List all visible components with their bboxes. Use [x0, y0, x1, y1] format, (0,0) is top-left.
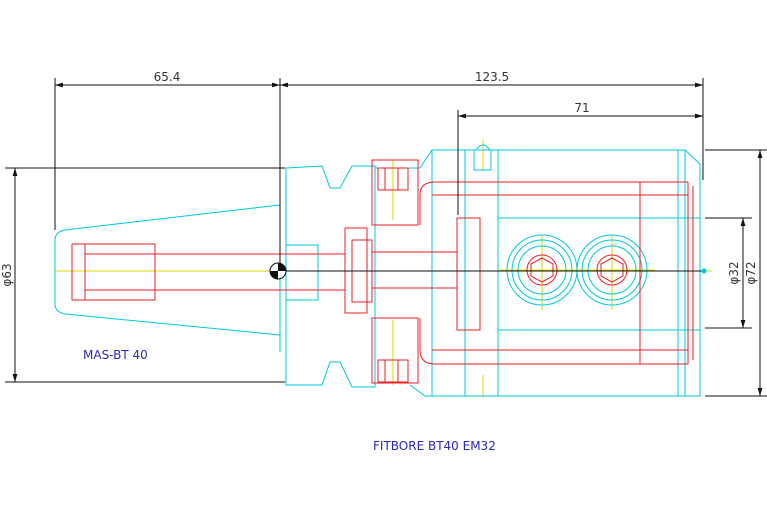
dimension-lines — [5, 78, 767, 397]
dim-shank-length: 65.4 — [154, 70, 181, 84]
dim-overall-length: 123.5 — [475, 70, 509, 84]
dim-bore-diameter: φ32 — [727, 261, 741, 284]
product-label: FITBORE BT40 EM32 — [373, 439, 496, 453]
drawing-area — [0, 72, 767, 452]
gauge-point-symbol — [269, 262, 287, 280]
dim-body-length: 71 — [574, 101, 589, 115]
dim-flange-diameter: φ63 — [0, 263, 14, 286]
taper-label: MAS-BT 40 — [83, 348, 148, 362]
end-point-marker — [701, 268, 707, 274]
dim-body-diameter: φ72 — [744, 261, 758, 284]
